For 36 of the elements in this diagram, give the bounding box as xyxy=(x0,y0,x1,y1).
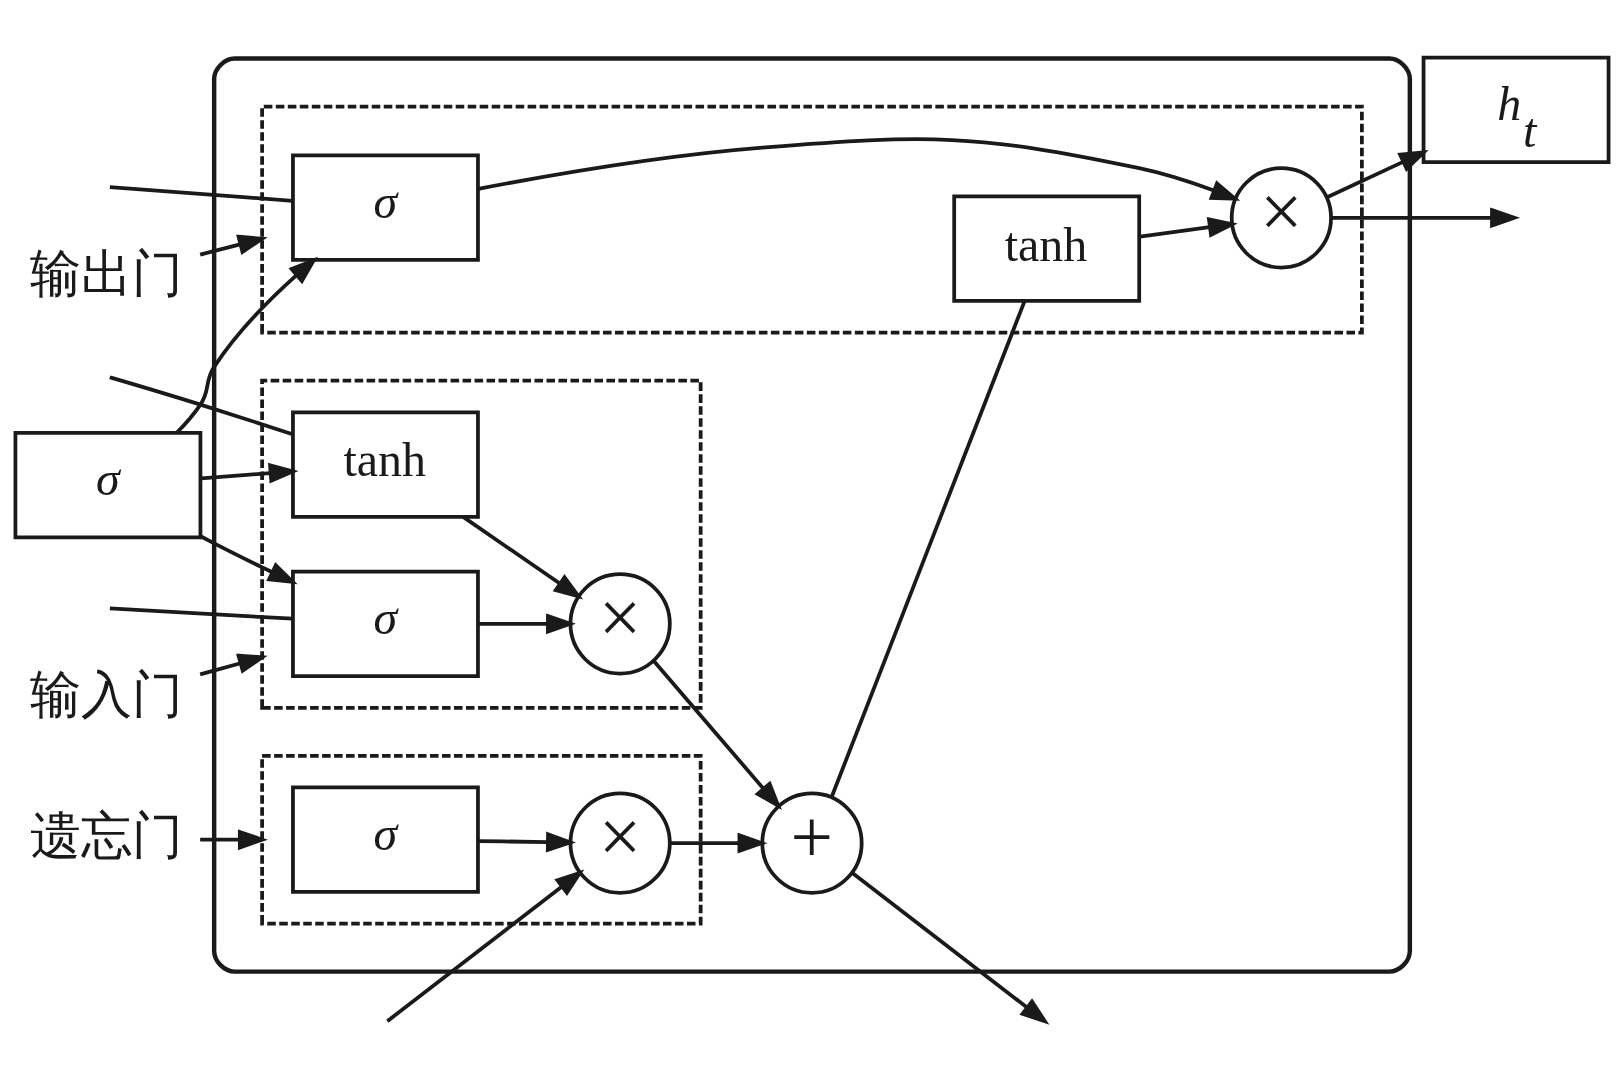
node-box: σ xyxy=(291,785,480,894)
arrow xyxy=(200,829,268,851)
connector xyxy=(109,606,293,621)
arrow xyxy=(851,871,1050,1025)
node-circle: + xyxy=(760,791,864,895)
arrow xyxy=(652,659,782,811)
cluster xyxy=(260,753,703,926)
arrow xyxy=(199,653,268,677)
arrow xyxy=(386,869,585,1023)
node-circle: × xyxy=(1229,166,1333,270)
node-text: 输入门 xyxy=(29,664,183,725)
arrow xyxy=(478,831,576,853)
connector xyxy=(829,300,1027,798)
cluster xyxy=(260,378,703,710)
arrow xyxy=(669,832,768,854)
node-circle: × xyxy=(568,572,672,676)
arrow xyxy=(478,613,576,635)
node-circle: × xyxy=(568,791,672,895)
node-box: tanh xyxy=(291,410,480,519)
node-box: σ xyxy=(291,153,480,262)
arrow xyxy=(1331,207,1520,229)
node-text: 遗忘门 xyxy=(29,804,183,865)
arrow xyxy=(478,137,1241,201)
connector xyxy=(109,375,294,437)
arrow xyxy=(1326,149,1429,199)
node-box: tanh xyxy=(952,194,1142,303)
node-text: 输出门 xyxy=(29,242,183,303)
cluster xyxy=(260,104,1364,335)
arrow xyxy=(199,534,298,585)
arrow xyxy=(200,462,299,484)
cluster xyxy=(211,56,1413,974)
arrow xyxy=(1139,217,1238,239)
arrow xyxy=(199,234,268,257)
node-box: σ xyxy=(291,569,480,678)
node-box: σ xyxy=(13,430,203,540)
arrow xyxy=(462,515,584,600)
